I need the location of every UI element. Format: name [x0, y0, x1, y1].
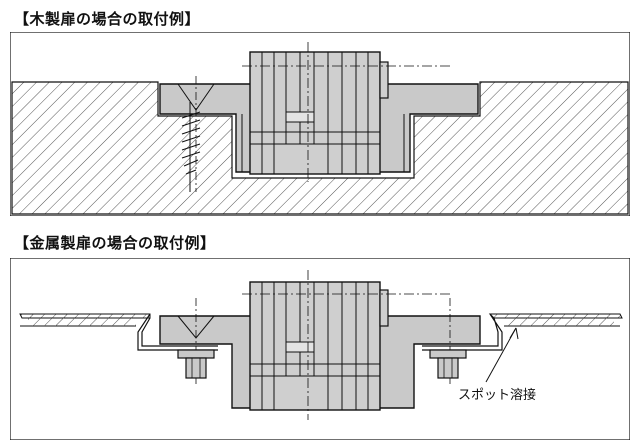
spot-weld-label: スポット溶接: [458, 388, 537, 403]
metal-door-mounting-diagram: [10, 258, 630, 440]
wood-door-section: [11, 81, 629, 215]
hinge-body-wood: [159, 42, 479, 182]
metal-door-sheet: [19, 313, 623, 351]
wood-screw: [177, 76, 215, 192]
diagram-title-wood-door: 【木製扉の場合の取付例】: [14, 10, 201, 28]
diagram-title-metal-door: 【金属製扉の場合の取付例】: [14, 234, 216, 252]
spot-weld-leader: [485, 327, 519, 383]
wood-door-mounting-diagram: [10, 32, 630, 216]
nut-left: [177, 349, 215, 379]
nut-right: [429, 349, 467, 379]
